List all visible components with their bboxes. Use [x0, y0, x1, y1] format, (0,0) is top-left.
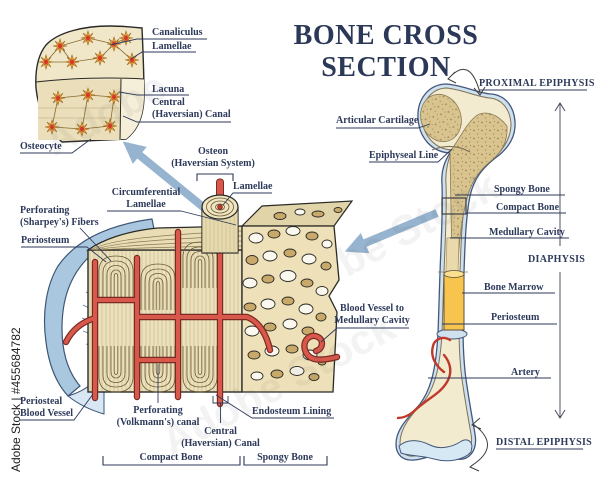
label-artery: Artery — [511, 367, 540, 378]
label-circumferential-lamellae: Circumferential Lamellae — [111, 187, 181, 210]
label-sharpeys-fibers: Perforating (Sharpey's) Fibers — [20, 205, 99, 228]
page-title: BONE CROSS SECTION — [293, 20, 479, 83]
label-articular-cartilage: Articular Cartilage — [336, 115, 419, 126]
label-proximal-epiphysis: PROXIMAL EPIPHYSIS — [479, 78, 595, 89]
label-distal-epiphysis: DISTAL EPIPHYSIS — [496, 437, 593, 448]
inset-microstructure-art — [35, 25, 145, 143]
label-epiphyseal-line: Epiphyseal Line — [369, 150, 439, 161]
label-bone-marrow: Bone Marrow — [484, 282, 544, 293]
label-central-canal-osteon: Central (Haversian) Canal — [181, 426, 260, 449]
long-bone-art — [395, 83, 516, 462]
watermark-stock-id: Adobe Stock | #455684782 — [9, 327, 23, 472]
label-periosteum-osteon: Periosteum — [21, 235, 70, 246]
label-diaphysis: DIAPHYSIS — [528, 254, 586, 265]
label-osteocyte: Osteocyte — [20, 141, 62, 152]
label-periosteum-bone: Periosteum — [491, 312, 540, 323]
label-lamellae-inset: Lamellae — [152, 41, 192, 52]
label-lacuna: Lacuna — [152, 84, 185, 95]
label-periosteal-blood-vessel: Periosteal Blood Vessel — [20, 396, 74, 419]
label-lamellae-osteon: Lamellae — [233, 181, 273, 192]
label-central-canal-inset: Central (Haversian) Canal — [152, 97, 231, 120]
label-spongy-bone-bracket: Spongy Bone — [257, 452, 313, 463]
osteon-diagram-art — [43, 178, 354, 415]
zoom-arrow-to-osteon-icon — [344, 209, 439, 254]
label-blood-vessel-medullary: Blood Vessel to Medullary Cavity — [334, 303, 410, 326]
label-medullary-cavity: Medullary Cavity — [489, 227, 565, 238]
label-osteon: Osteon (Haversian System) — [171, 146, 255, 169]
leader-lines — [20, 38, 587, 472]
label-compact-bone: Compact Bone — [496, 202, 560, 213]
label-canaliculus: Canaliculus — [152, 27, 203, 38]
zoom-arrow-to-inset-icon — [122, 141, 211, 215]
label-endosteum-lining: Endosteum Lining — [252, 406, 332, 417]
label-compact-bone-bracket: Compact Bone — [139, 452, 203, 463]
label-spongy-bone: Spongy Bone — [494, 184, 550, 195]
label-volkmanns-canal: Perforating (Volkmann's) canal — [116, 405, 200, 428]
